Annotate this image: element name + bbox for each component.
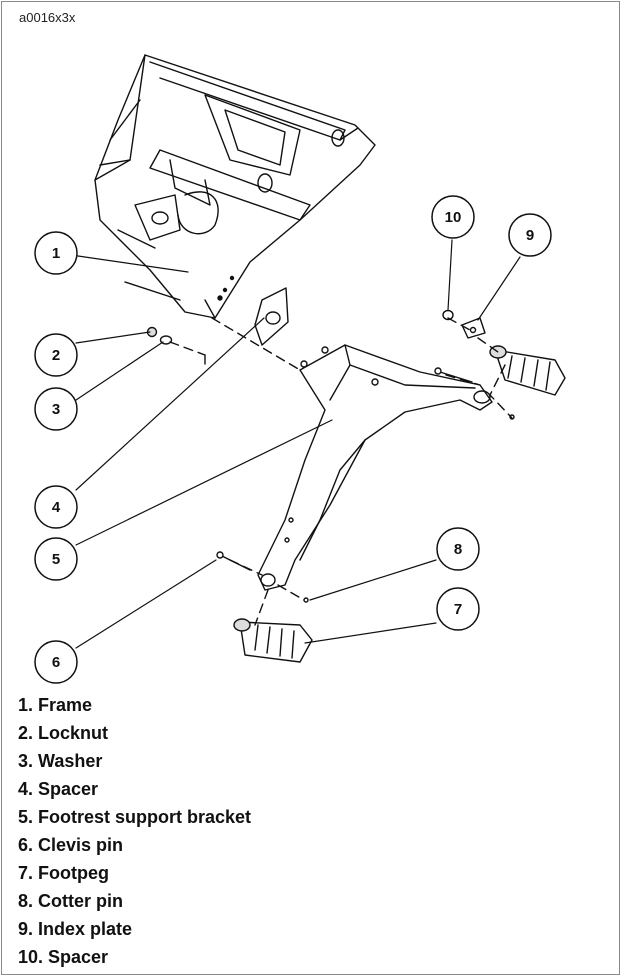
upper-footpeg-part — [489, 345, 566, 396]
callout-1: 1 — [34, 231, 78, 275]
callout-5: 5 — [34, 537, 78, 581]
frame-part — [94, 54, 376, 319]
spacer-plate-part — [254, 287, 289, 346]
svg-text:4: 4 — [52, 499, 61, 516]
leader-lines — [75, 239, 521, 649]
footrest-bracket-part — [257, 344, 493, 591]
lower-footpeg-part — [233, 618, 313, 663]
svg-text:7: 7 — [454, 601, 462, 618]
callout-2: 2 — [34, 333, 78, 377]
svg-text:9: 9 — [526, 227, 534, 244]
legend-item: 10. Spacer — [18, 947, 109, 967]
legend-item: 3. Washer — [18, 751, 103, 771]
callout-3: 3 — [34, 387, 78, 431]
legend-item: 2. Locknut — [18, 723, 109, 743]
legend-item: 1. Frame — [18, 695, 93, 715]
svg-text:2: 2 — [52, 347, 60, 364]
legend-item: 5. Footrest support bracket — [18, 807, 252, 827]
callout-6: 6 — [34, 640, 78, 684]
svg-text:6: 6 — [52, 654, 60, 671]
index-plate-part — [461, 317, 486, 339]
callout-10: 10 — [431, 195, 475, 239]
figure-id: a0016x3x — [19, 10, 76, 25]
parts-legend: 1. Frame 2. Locknut 3. Washer 4. Spacer … — [18, 691, 251, 971]
svg-text:8: 8 — [454, 541, 462, 558]
callout-4: 4 — [34, 485, 78, 529]
callouts: 1 2 3 4 5 6 7 8 — [34, 195, 552, 684]
assembly-lines — [169, 317, 513, 626]
callout-9: 9 — [508, 213, 552, 257]
legend-item: 8. Cotter pin — [18, 891, 124, 911]
callout-8: 8 — [436, 527, 480, 571]
legend-item: 4. Spacer — [18, 779, 99, 799]
legend-item: 9. Index plate — [18, 919, 133, 939]
svg-text:1: 1 — [52, 245, 60, 262]
callout-7: 7 — [436, 587, 480, 631]
legend-item: 6. Clevis pin — [18, 835, 124, 855]
upper-clevis-pin-part — [434, 367, 473, 383]
exploded-diagram: 1 2 3 4 5 6 7 8 — [34, 54, 566, 684]
svg-text:3: 3 — [52, 401, 60, 418]
legend-item: 7. Footpeg — [18, 863, 109, 883]
svg-text:10: 10 — [445, 209, 462, 226]
svg-text:5: 5 — [52, 551, 60, 568]
